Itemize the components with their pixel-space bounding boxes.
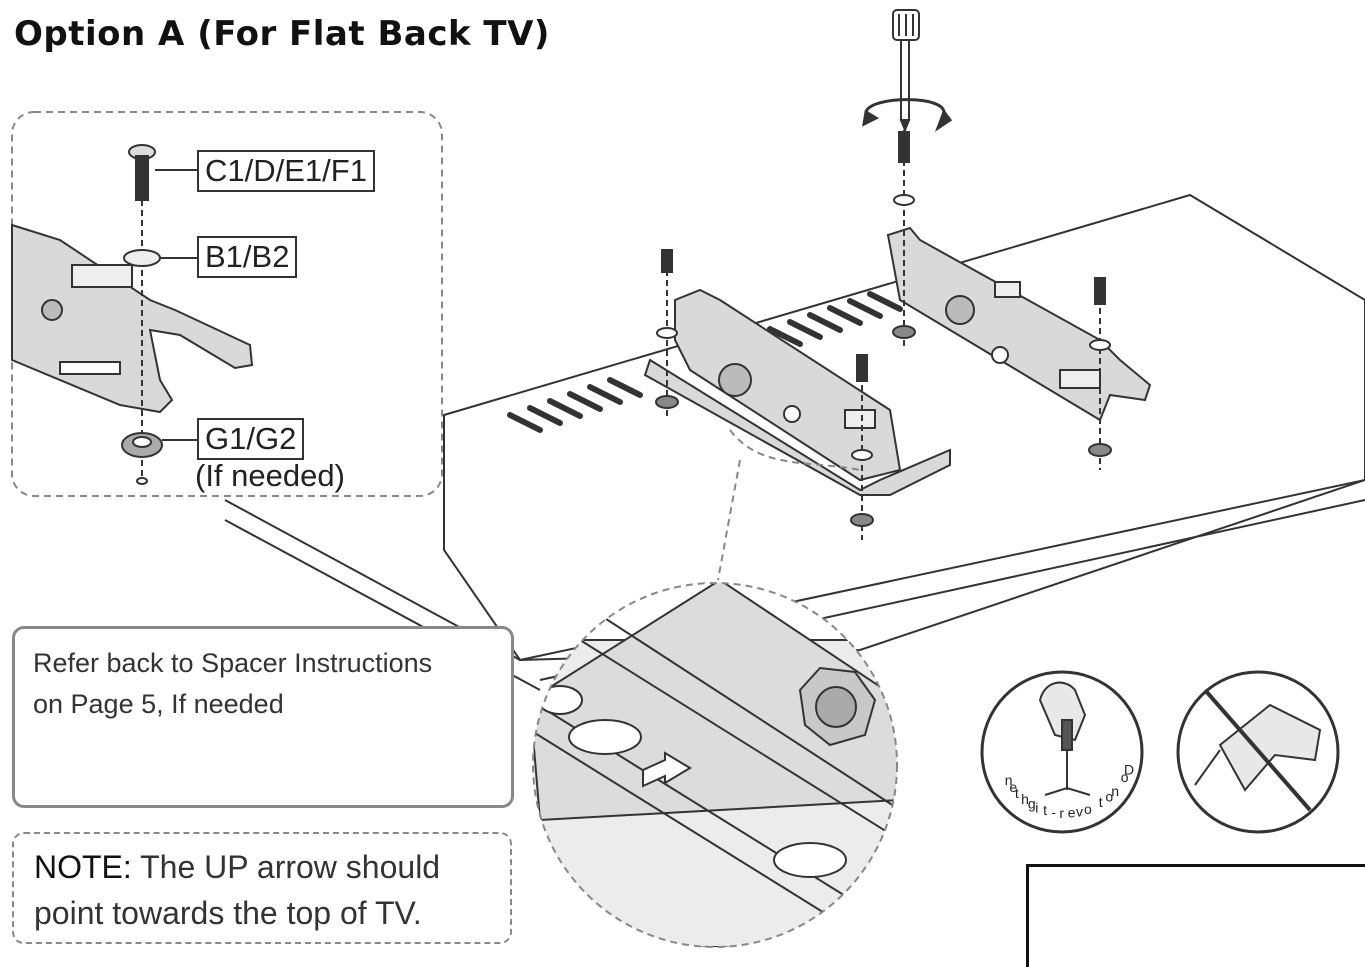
mounting-bracket-right [886,226,1152,422]
label-washer: B1/B2 [197,236,298,278]
zoom-detail [532,582,898,948]
label-spacer: G1/G2 [197,418,305,460]
note-line-1: The UP arrow should [131,849,441,885]
power-drill-icon [1176,670,1340,834]
inset-hardware [121,144,198,485]
screwdriver-icon [892,9,920,133]
note-prefix: NOTE: [34,849,132,885]
refer-line-2: on Page 5, If needed [33,689,284,719]
main-hardware [655,130,1112,540]
mounting-bracket-left [643,288,951,496]
refer-callout: Refer back to Spacer Instructions on Pag… [12,626,514,808]
note-line-2: point towards the top of TV. [34,895,422,931]
warning-curved-text: Do not over-tighten [1005,762,1134,821]
note-callout: NOTE: The UP arrow should point towards … [12,832,512,944]
rotate-arrow-icon [862,98,953,132]
zoom-connector [717,429,861,581]
refer-text: Refer back to Spacer Instructions on Pag… [33,643,432,725]
refer-line-1: Refer back to Spacer Instructions [33,648,433,678]
inset-bracket [11,223,254,414]
label-screw: C1/D/E1/F1 [197,150,375,192]
tool-requirement-box [1026,864,1365,967]
label-spacer-note: (If needed) [195,458,345,493]
page-title: Option A (For Flat Back TV) [14,14,550,54]
hand-screwdriver-icon [980,670,1144,834]
note-text: NOTE: The UP arrow should point towards … [34,844,440,936]
